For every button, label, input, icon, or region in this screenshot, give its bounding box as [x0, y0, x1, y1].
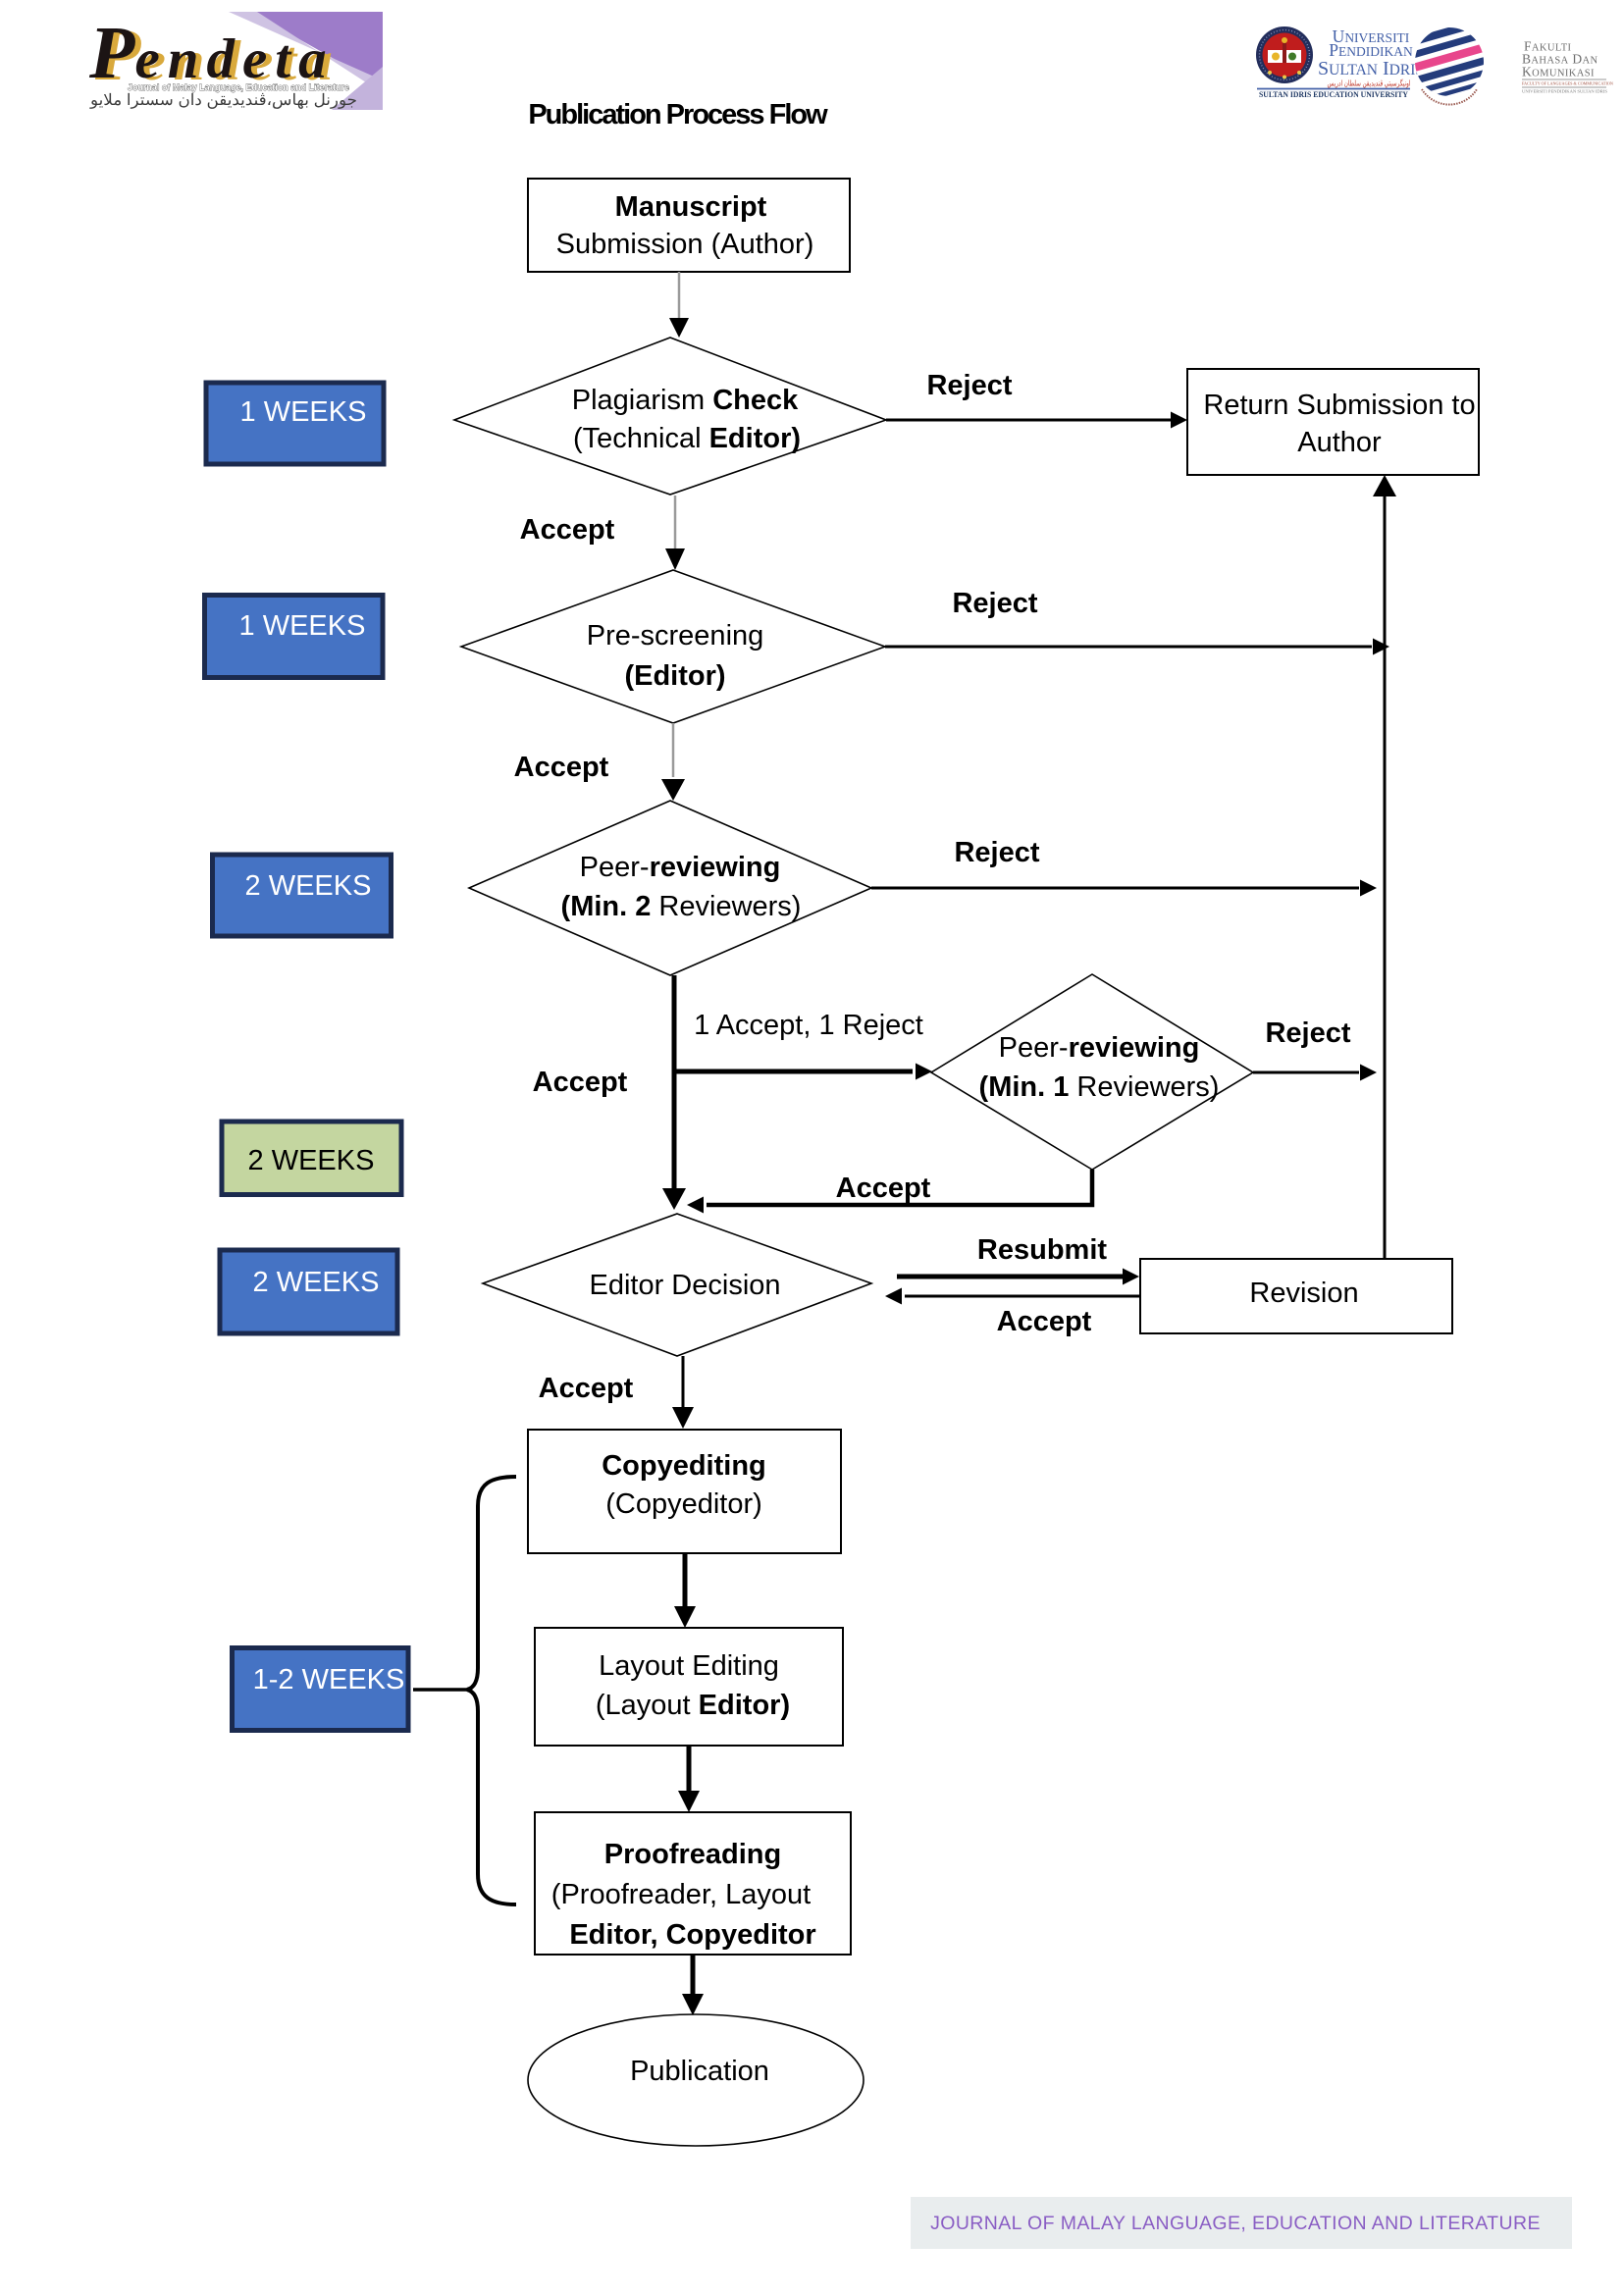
svg-text:Publication Process Flow: Publication Process Flow: [528, 99, 828, 130]
svg-text:FAKULTI: FAKULTI: [1524, 39, 1572, 54]
svg-text:Plagiarism Check: Plagiarism Check: [572, 385, 799, 416]
svg-text:(Layout Editor): (Layout Editor): [596, 1690, 790, 1721]
svg-text:Accept: Accept: [997, 1306, 1092, 1337]
svg-text:Manuscript: Manuscript: [615, 191, 767, 223]
svg-text:Accept: Accept: [514, 752, 609, 783]
svg-text:2 WEEKS: 2 WEEKS: [248, 1145, 375, 1176]
svg-text:Reject: Reject: [1265, 1017, 1350, 1049]
svg-text:1 WEEKS: 1 WEEKS: [239, 610, 366, 642]
svg-text:Publication: Publication: [630, 2056, 769, 2087]
svg-text:Reject: Reject: [926, 370, 1012, 401]
svg-text:Journal of Malay Language, Edu: Journal of Malay Language, Education and…: [128, 82, 349, 93]
svg-text:Peer-reviewing: Peer-reviewing: [580, 852, 781, 883]
svg-text:2 WEEKS: 2 WEEKS: [253, 1267, 380, 1298]
svg-text:JOURNAL OF MALAY LANGUAGE, EDU: JOURNAL OF MALAY LANGUAGE, EDUCATION AND…: [930, 2213, 1541, 2234]
svg-text:Accept: Accept: [533, 1067, 628, 1098]
svg-text:Peer-reviewing: Peer-reviewing: [999, 1032, 1200, 1064]
svg-text:Accept: Accept: [539, 1373, 634, 1404]
svg-text:Reject: Reject: [952, 588, 1037, 619]
svg-text:اونيگرسيتي ڤنديديقن سلطان ادري: اونيگرسيتي ڤنديديقن سلطان ادريس: [1328, 78, 1411, 88]
svg-text:(Copyeditor): (Copyeditor): [605, 1488, 762, 1520]
svg-text:PENDIDIKAN: PENDIDIKAN: [1329, 40, 1413, 60]
svg-text:Author: Author: [1297, 427, 1382, 458]
svg-text:Resubmit: Resubmit: [977, 1234, 1107, 1266]
svg-text:Submission (Author): Submission (Author): [556, 229, 814, 260]
svg-text:Copyediting: Copyediting: [602, 1450, 766, 1482]
svg-text:UNIVERSITI: UNIVERSITI: [1333, 26, 1410, 46]
svg-text:1-2 WEEKS: 1-2 WEEKS: [253, 1664, 405, 1695]
svg-text:UNIVERSITI PENDIDIKAN SULTAN I: UNIVERSITI PENDIDIKAN SULTAN IDRIS: [1522, 89, 1607, 94]
svg-text:Accept: Accept: [836, 1173, 931, 1204]
svg-text:(Proofreader, Layout: (Proofreader, Layout: [551, 1879, 811, 1910]
svg-text:1 WEEKS: 1 WEEKS: [240, 396, 367, 428]
svg-text:(Technical Editor): (Technical Editor): [573, 423, 801, 454]
svg-text:KOMUNIKASI: KOMUNIKASI: [1522, 65, 1595, 79]
svg-text:Accept: Accept: [520, 514, 615, 546]
svg-text:(Min. 2 Reviewers): (Min. 2 Reviewers): [561, 891, 802, 922]
svg-text:Revision: Revision: [1249, 1278, 1358, 1309]
svg-text:Reject: Reject: [954, 837, 1039, 868]
svg-text:FACULTY OF LANGUAGES & COMMUNI: FACULTY OF LANGUAGES & COMMUNICATION: [1522, 81, 1613, 86]
svg-text:SULTAN IDRIS EDUCATION UNIVERS: SULTAN IDRIS EDUCATION UNIVERSITY: [1259, 89, 1408, 99]
svg-text:جورنل بهاس،ڤنديديقن دان سسترا: جورنل بهاس،ڤنديديقن دان سسترا ملايو: [89, 92, 357, 109]
svg-text:1 Accept, 1 Reject: 1 Accept, 1 Reject: [694, 1010, 923, 1041]
svg-text:Proofreading: Proofreading: [604, 1839, 781, 1870]
svg-text:BAHASA DAN: BAHASA DAN: [1522, 52, 1598, 67]
svg-text:Return Submission to: Return Submission to: [1203, 390, 1475, 421]
svg-text:Editor, Copyeditor: Editor, Copyeditor: [569, 1919, 815, 1951]
svg-text:SULTAN IDRIS: SULTAN IDRIS: [1318, 58, 1424, 79]
svg-text:Layout Editing: Layout Editing: [599, 1650, 779, 1682]
svg-text:Pre-screening: Pre-screening: [587, 620, 764, 652]
svg-text:Editor Decision: Editor Decision: [589, 1270, 780, 1301]
svg-text:(Editor): (Editor): [624, 660, 725, 692]
svg-text:(Min. 1 Reviewers): (Min. 1 Reviewers): [979, 1071, 1220, 1103]
svg-text:2 WEEKS: 2 WEEKS: [245, 870, 372, 902]
